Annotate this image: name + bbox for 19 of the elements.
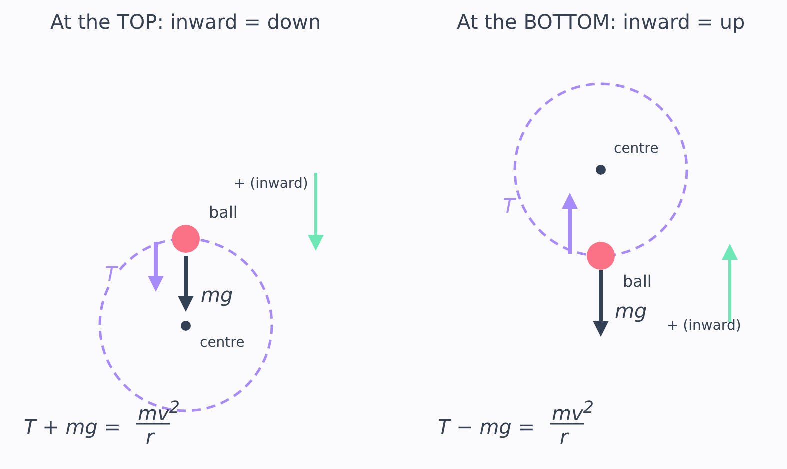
equation: mv$^{2}$ [138,400,180,424]
ball [587,242,615,270]
equation: T − mg = [438,417,535,437]
node-label: centre [614,142,659,156]
equation: r [560,427,568,447]
panel-title: At the TOP: inward = down [50,12,322,32]
node-label: ball [209,205,238,221]
direction-label: + (inward) [667,319,742,333]
direction-label: + (inward) [234,177,308,191]
node-label: centre [200,336,245,350]
force-label: T [104,263,118,285]
equation: T + mg = [24,417,121,437]
ball [172,225,200,253]
panel-title: At the BOTTOM: inward = up [457,12,746,32]
equation: mv$^{2}$ [552,400,594,424]
node-label: ball [623,274,652,290]
centre-dot [181,321,191,331]
centre-dot [596,165,606,175]
equation: r [146,427,154,447]
